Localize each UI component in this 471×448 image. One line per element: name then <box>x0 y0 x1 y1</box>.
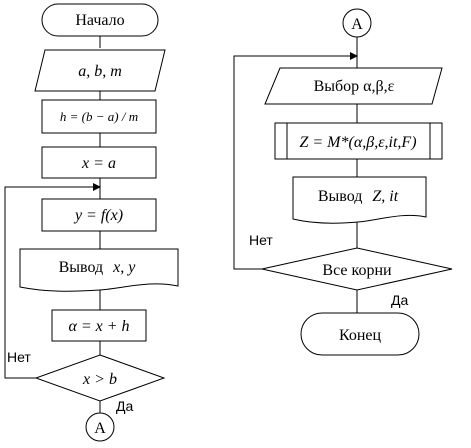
increment-label: α = x + h <box>68 318 129 335</box>
no-label-left: Нет <box>7 349 31 365</box>
predefined-process-text: Z = M*(α,β,ε,it,F) <box>299 134 416 151</box>
connector-a-bottom-label: А <box>94 420 106 437</box>
input-label: a, b, m <box>78 63 122 80</box>
output-vars-right: Z, it <box>372 188 398 205</box>
end-label: Конец <box>339 327 382 344</box>
increment-process-block: α = x + h <box>51 309 147 342</box>
connector-a-top: А <box>342 8 372 38</box>
step-process-block: h = (b − a) / m <box>41 99 157 134</box>
loop-back-arrow-right <box>233 52 358 270</box>
start-terminal: Начало <box>41 3 159 37</box>
output-text: Вывод x, y <box>59 259 137 276</box>
select-label: Выбор α,β,ε <box>314 78 395 95</box>
yes-label-right: Да <box>391 292 408 308</box>
connector-a-bottom: А <box>85 412 115 442</box>
output-document-block-right: Вывод Z, it <box>292 176 427 224</box>
connector-a-top-label: А <box>351 16 363 33</box>
loop-back-arrow <box>4 183 101 379</box>
init-process-block: x = a <box>41 146 157 179</box>
process-prefix: Z = M*( <box>299 134 355 151</box>
condition-decision: x > b <box>34 354 166 402</box>
calc-process-block: y = f(x) <box>41 198 157 232</box>
process-suffix: ) <box>410 134 416 151</box>
all-roots-label: Все корни <box>322 262 392 279</box>
predefined-process-block: Z = M*(α,β,ε,it,F) <box>274 122 443 160</box>
output-word: Вывод <box>59 259 104 276</box>
condition-label: x > b <box>82 371 117 388</box>
yes-label-left: Да <box>116 398 133 414</box>
process-args: α,β,ε,it,F <box>354 134 412 151</box>
init-label: x = a <box>81 155 116 172</box>
step-label: h = (b − a) / m <box>60 109 138 124</box>
output-word-right: Вывод <box>318 188 363 205</box>
output-vars: x, y <box>112 259 136 276</box>
no-label-right: Нет <box>249 232 273 248</box>
output-text-right: Вывод Z, it <box>318 188 399 205</box>
calc-label: y = f(x) <box>73 207 123 224</box>
end-terminal: Конец <box>300 312 420 356</box>
output-document-block: Вывод x, y <box>19 248 179 292</box>
input-block: a, b, m <box>34 49 166 92</box>
select-input-block: Выбор α,β,ε <box>264 67 443 105</box>
all-roots-decision: Все корни <box>261 247 453 291</box>
start-label: Начало <box>75 12 124 29</box>
